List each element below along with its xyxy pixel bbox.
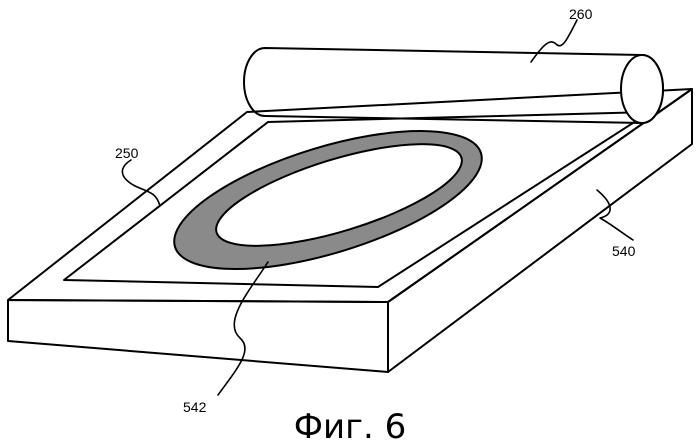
label-542: 542 [183, 399, 207, 415]
leader-line-540 [597, 190, 633, 240]
label-540: 540 [612, 243, 636, 259]
label-260: 260 [569, 6, 593, 22]
roller-260-body [244, 48, 663, 123]
base-plate-front-face [8, 300, 388, 372]
label-250: 250 [115, 145, 139, 161]
leader-line-542 [218, 262, 268, 395]
figure-caption: Фиг. 6 [294, 407, 406, 447]
leader-line-260 [531, 20, 577, 62]
roller-260-end-cap [621, 55, 663, 123]
leader-line-250 [122, 160, 160, 206]
